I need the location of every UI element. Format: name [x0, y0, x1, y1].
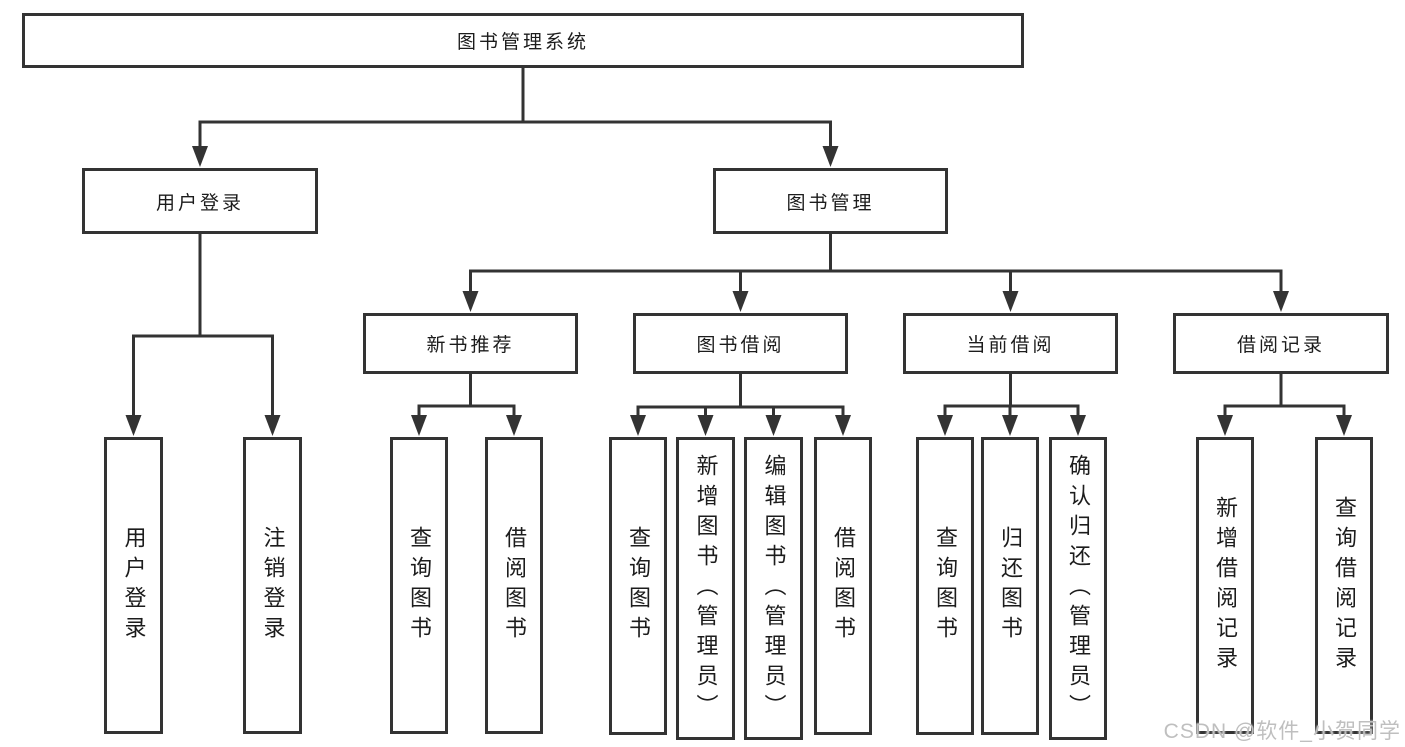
arrow-down-icon: [630, 415, 646, 436]
arrow-down-icon: [1217, 415, 1233, 436]
node-label: 用户登录: [121, 525, 147, 646]
node-label: 借阅记录: [1236, 335, 1325, 356]
arrow-down-icon: [1336, 415, 1352, 436]
arrow-down-icon: [937, 415, 953, 436]
node-label: 当前借阅: [966, 335, 1055, 356]
node-current-borrow: 当前借阅: [903, 313, 1118, 374]
node-cb-confirm-return: 确认归还（管理员）: [1049, 437, 1107, 740]
node-bb-borrow-book: 借阅图书: [814, 437, 872, 735]
node-book-mgmt: 图书管理: [713, 168, 948, 234]
arrow-down-icon: [411, 415, 427, 436]
arrow-down-icon: [506, 415, 522, 436]
arrow-down-icon: [732, 291, 749, 312]
node-label: 注销登录: [260, 525, 286, 646]
node-borrow-record: 借阅记录: [1173, 313, 1389, 374]
node-cb-return-book: 归还图书: [981, 437, 1039, 735]
node-label: 查询图书: [933, 526, 958, 646]
node-label: 编辑图书（管理员）: [761, 453, 787, 724]
node-br-add-record: 新增借阅记录: [1196, 437, 1254, 734]
arrow-down-icon: [1002, 291, 1019, 312]
node-label: 图书管理: [786, 192, 875, 214]
arrow-down-icon: [462, 291, 479, 312]
arrow-down-icon: [264, 415, 281, 436]
node-book-borrow: 图书借阅: [633, 313, 848, 374]
arrow-down-icon: [765, 415, 782, 436]
node-login: 用户登录: [104, 437, 163, 734]
node-bb-edit-book: 编辑图书（管理员）: [744, 437, 803, 740]
node-bb-query-book: 查询图书: [609, 437, 667, 735]
arrow-down-icon: [697, 415, 714, 436]
node-new-book-rec: 新书推荐: [363, 313, 578, 374]
node-label: 归还图书: [998, 526, 1023, 646]
watermark: CSDN @软件_小贺同学: [1163, 720, 1401, 743]
node-label: 借阅图书: [831, 526, 856, 646]
node-label: 借阅图书: [502, 525, 527, 646]
node-label: 确认归还（管理员）: [1066, 453, 1091, 724]
node-cb-query-book: 查询图书: [916, 437, 974, 735]
arrow-down-icon: [125, 415, 142, 436]
node-rec-borrow-book: 借阅图书: [485, 437, 543, 734]
node-label: 新增图书（管理员）: [693, 453, 719, 724]
node-label: 新增借阅记录: [1213, 495, 1238, 676]
arrow-down-icon: [1273, 291, 1289, 312]
node-label: 图书管理系统: [456, 32, 589, 53]
arrow-down-icon: [835, 415, 851, 436]
node-bb-add-book: 新增图书（管理员）: [676, 437, 735, 740]
node-label: 查询借阅记录: [1332, 495, 1357, 676]
node-user-login: 用户登录: [82, 168, 318, 234]
node-br-query-record: 查询借阅记录: [1315, 437, 1373, 734]
node-label: 新书推荐: [426, 335, 515, 356]
node-label: 图书借阅: [696, 335, 785, 356]
node-label: 查询图书: [626, 526, 651, 646]
arrow-down-icon: [1002, 415, 1018, 436]
node-logout: 注销登录: [243, 437, 302, 734]
node-root: 图书管理系统: [22, 13, 1024, 68]
node-rec-query-book: 查询图书: [390, 437, 448, 734]
node-label: 用户登录: [155, 192, 244, 214]
arrow-down-icon: [822, 146, 839, 167]
node-label: 查询图书: [407, 525, 432, 646]
arrow-down-icon: [1070, 415, 1086, 436]
arrow-down-icon: [192, 146, 208, 167]
